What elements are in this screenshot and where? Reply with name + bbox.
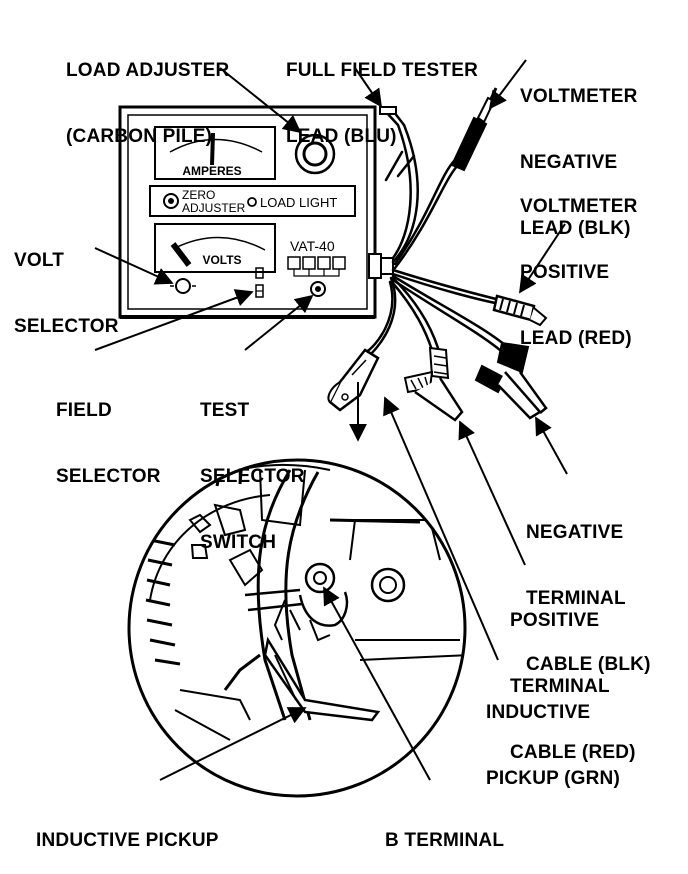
positive-terminal-clamp — [403, 346, 464, 422]
label-full-field-tester: FULL FIELD TESTER LEAD (BLU) — [286, 60, 478, 147]
leader-full-field — [354, 67, 383, 108]
label-inductive-pickup-grn: INDUCTIVE PICKUP (GRN) — [486, 702, 620, 789]
leader-inductive-grn — [383, 396, 499, 661]
leader-load-adjuster — [219, 67, 302, 134]
leader-neg-terminal — [535, 416, 568, 475]
label-negative-terminal-cable: NEGATIVE TERMINAL CABLE (BLK) — [526, 522, 651, 675]
leader-lines — [94, 59, 568, 781]
amperes-scale-label: AMPERES — [182, 164, 241, 178]
label-test-selector-switch: TEST SELECTOR SWITCH — [200, 400, 305, 553]
cable-connector — [368, 253, 394, 279]
ammeter — [154, 126, 276, 180]
leader-vm-positive — [519, 223, 566, 294]
leader-pos-terminal — [458, 420, 526, 566]
field-selector-knob[interactable] — [255, 267, 264, 298]
model-label: VAT-40 — [290, 238, 335, 254]
zero-adjuster-screw[interactable] — [163, 193, 179, 209]
label-inductive-pickup: INDUCTIVE PICKUP — [36, 830, 219, 851]
voltmeter — [154, 223, 276, 273]
label-field-selector: FIELD SELECTOR — [56, 400, 161, 487]
load-light-indicator — [247, 197, 257, 207]
volts-scale-label: VOLTS — [202, 253, 241, 267]
vat40-tester-diagram: AMPERES ZERO ADJUSTER LOAD LIGHT VOLTS V… — [94, 59, 568, 798]
voltmeter-positive-probe — [492, 294, 548, 327]
label-b-terminal: B TERMINAL — [385, 830, 505, 851]
volt-selector-knob[interactable] — [170, 278, 196, 294]
leader-inductive-pickup — [159, 707, 307, 781]
leader-test-selector — [244, 294, 314, 351]
label-voltmeter-negative: VOLTMETER NEGATIVE LEAD (BLK) — [520, 86, 638, 239]
adjuster-label: ADJUSTER — [182, 201, 246, 215]
label-voltmeter-positive: VOLTMETER POSITIVE LEAD (RED) — [520, 196, 638, 349]
panel-text: AMPERES ZERO ADJUSTER LOAD LIGHT VOLTS V… — [182, 164, 337, 267]
load-adjuster-knob[interactable] — [294, 133, 336, 175]
leader-vm-negative — [488, 59, 527, 110]
leader-b-terminal — [323, 586, 431, 781]
leader-field-selector — [94, 289, 254, 351]
label-load-adjuster: LOAD ADJUSTER (CARBON PILE) — [66, 60, 230, 147]
leader-volt-selector — [94, 247, 174, 285]
negative-terminal-clamp — [474, 341, 548, 420]
test-selector-switch[interactable] — [287, 256, 346, 297]
zero-label: ZERO — [182, 188, 215, 202]
load-light-label: LOAD LIGHT — [260, 195, 337, 210]
label-positive-terminal-cable: POSITIVE TERMINAL CABLE (RED) — [510, 610, 636, 763]
inductive-pickup-clamp — [327, 348, 380, 412]
label-volt-selector: VOLT SELECTOR — [14, 250, 119, 337]
